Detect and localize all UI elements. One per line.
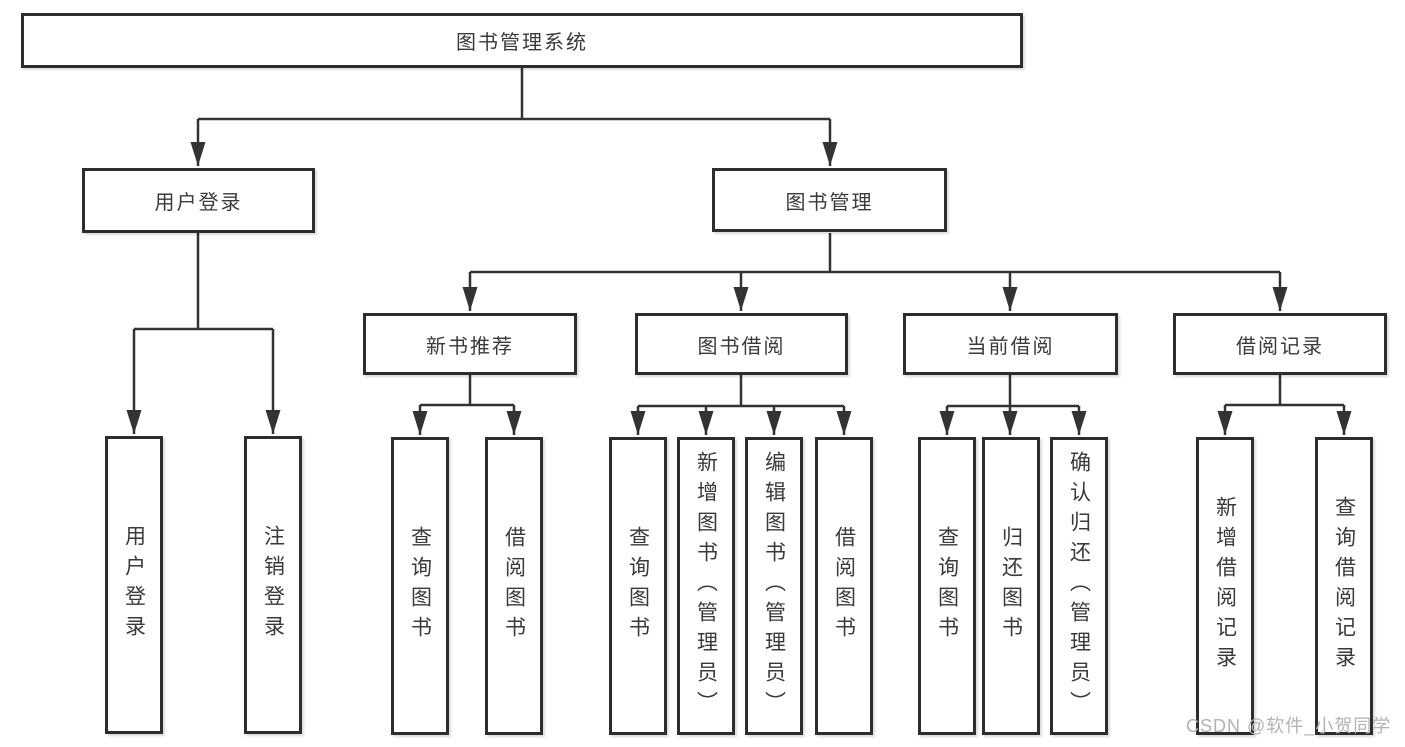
node-cb-query: 查询图书 xyxy=(918,437,976,735)
node-logout: 注销登录 xyxy=(244,436,302,734)
node-br-query: 查询借阅记录 xyxy=(1315,437,1373,735)
node-bb-query-label: 查询图书 xyxy=(626,526,650,646)
node-bb-edit: 编辑图书（管理员） xyxy=(745,437,803,735)
node-bb-borrow: 借阅图书 xyxy=(815,437,873,735)
node-bb-add-label: 新增图书（管理员） xyxy=(694,451,718,721)
node-bb-add: 新增图书（管理员） xyxy=(677,437,735,735)
node-current-borrow: 当前借阅 xyxy=(903,313,1118,375)
node-logout-label: 注销登录 xyxy=(261,525,285,645)
node-book-borrow-label: 图书借阅 xyxy=(697,335,786,358)
node-nb-borrow: 借阅图书 xyxy=(485,437,543,735)
node-current-borrow-label: 当前借阅 xyxy=(966,335,1055,358)
node-nb-borrow-label: 借阅图书 xyxy=(502,526,526,646)
node-br-add-label: 新增借阅记录 xyxy=(1213,496,1237,676)
node-login: 用户登录 xyxy=(105,436,163,734)
node-bb-borrow-label: 借阅图书 xyxy=(832,526,856,646)
node-br-add: 新增借阅记录 xyxy=(1196,437,1254,735)
node-root-label: 图书管理系统 xyxy=(456,32,588,54)
node-user-login-label: 用户登录 xyxy=(154,192,243,214)
node-borrow-record-label: 借阅记录 xyxy=(1236,335,1324,358)
node-cb-query-label: 查询图书 xyxy=(935,526,959,646)
csdn-watermark: CSDN @软件_小贺同学 xyxy=(1186,716,1392,736)
node-cb-return: 归还图书 xyxy=(982,437,1040,735)
node-nb-query: 查询图书 xyxy=(391,437,449,735)
node-bb-query: 查询图书 xyxy=(609,437,667,735)
node-borrow-record: 借阅记录 xyxy=(1173,313,1387,375)
node-login-label: 用户登录 xyxy=(122,525,146,645)
node-cb-return-label: 归还图书 xyxy=(999,526,1023,646)
node-cb-confirm: 确认归还（管理员） xyxy=(1050,437,1108,735)
node-user-login: 用户登录 xyxy=(82,168,315,233)
node-new-book-rec: 新书推荐 xyxy=(363,313,577,375)
node-book-mgmt-label: 图书管理 xyxy=(785,191,874,214)
node-nb-query-label: 查询图书 xyxy=(408,526,432,646)
node-bb-edit-label: 编辑图书（管理员） xyxy=(762,451,786,721)
node-root: 图书管理系统 xyxy=(21,13,1023,68)
node-cb-confirm-label: 确认归还（管理员） xyxy=(1067,451,1091,721)
node-book-borrow: 图书借阅 xyxy=(635,313,848,375)
node-book-mgmt: 图书管理 xyxy=(712,168,947,232)
node-br-query-label: 查询借阅记录 xyxy=(1332,496,1356,676)
node-new-book-rec-label: 新书推荐 xyxy=(426,335,514,358)
